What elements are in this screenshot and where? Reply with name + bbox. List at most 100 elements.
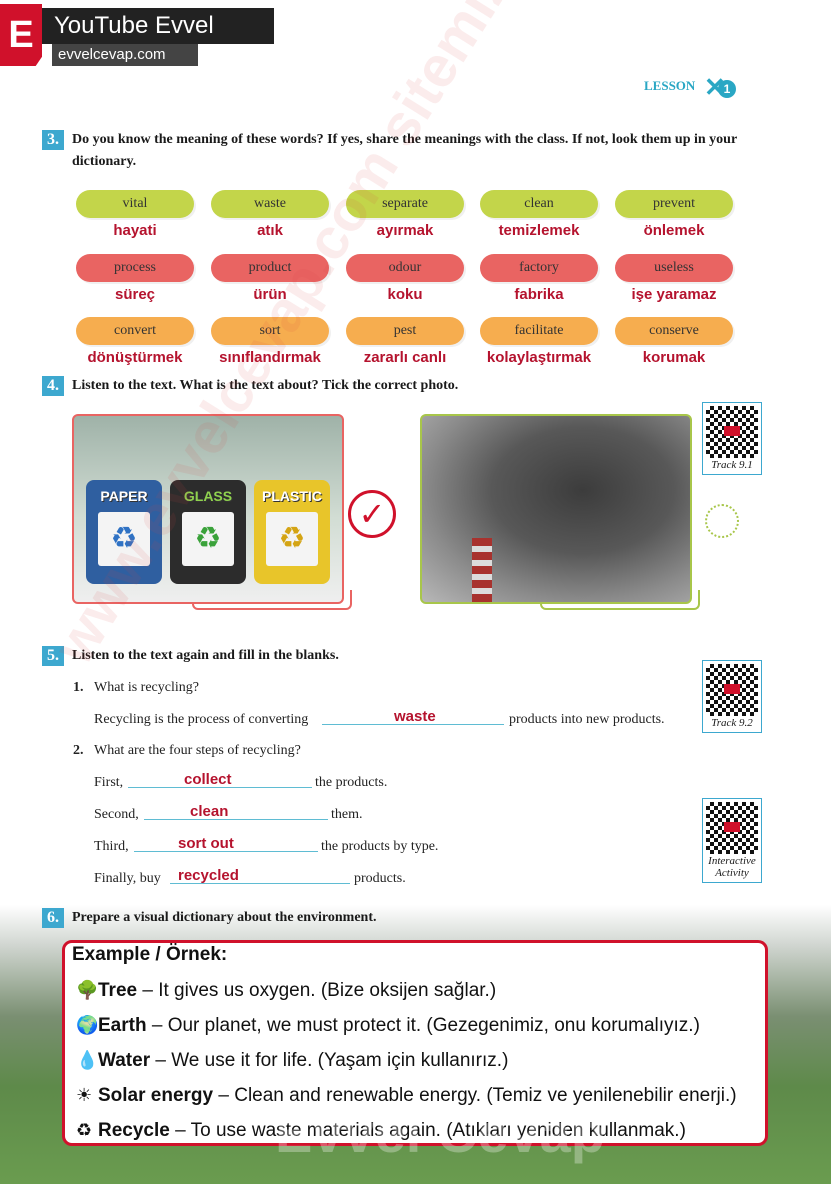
q3-number: 3. bbox=[42, 130, 64, 150]
word-pill-conserve: conserve bbox=[615, 317, 733, 345]
word-pill-pest: pest bbox=[346, 317, 464, 345]
q4-text: Listen to the text. What is the text abo… bbox=[72, 378, 459, 393]
step-4-answer: recycled bbox=[178, 867, 239, 884]
recycle-icon: ♻ bbox=[266, 512, 318, 566]
qr-code-icon bbox=[706, 664, 758, 716]
q5-text: Listen to the text again and fill in the… bbox=[72, 648, 339, 663]
word-pill-factory: factory bbox=[480, 254, 598, 282]
example-term: Recycle bbox=[98, 1120, 170, 1141]
step-3-answer: sort out bbox=[178, 835, 234, 852]
q5-item1-after: products into new products. bbox=[509, 712, 665, 727]
translation-product: ürün bbox=[253, 286, 287, 303]
translation-factory: fabrika bbox=[514, 286, 564, 303]
example-item: 🌳Tree – It gives us oxygen. (Bize oksije… bbox=[76, 980, 496, 1002]
step-2-before: Second, bbox=[94, 807, 139, 822]
translation-clean: temizlemek bbox=[498, 222, 580, 239]
translation-useless: işe yaramaz bbox=[631, 286, 717, 303]
step-1-before: First, bbox=[94, 775, 124, 790]
example-title: Example / Örnek: bbox=[72, 944, 228, 965]
step-3-after: the products by type. bbox=[321, 839, 439, 854]
interactive-activity-label: Interactive Activity bbox=[708, 855, 756, 879]
example-item: 💧Water – We use it for life. (Yaşam için… bbox=[76, 1050, 508, 1072]
qr-code-icon bbox=[706, 802, 758, 854]
q5-item1-question: What is recycling? bbox=[94, 680, 199, 695]
q4-number: 4. bbox=[42, 376, 64, 396]
word-pill-separate: separate bbox=[346, 190, 464, 218]
word-pill-vital: vital bbox=[76, 190, 194, 218]
example-item: ♻Recycle – To use waste materials again.… bbox=[76, 1120, 686, 1142]
q6-text: Prepare a visual dictionary about the en… bbox=[72, 910, 377, 925]
example-description: – We use it for life. (Yaşam için kullan… bbox=[150, 1050, 509, 1071]
q6-number: 6. bbox=[42, 908, 64, 928]
word-pill-sort: sort bbox=[211, 317, 329, 345]
q5-item2-number: 2. bbox=[73, 743, 84, 758]
example-term: Solar energy bbox=[98, 1085, 214, 1106]
plastic-bin-label: PLASTIC bbox=[262, 488, 322, 504]
step-3-blank[interactable] bbox=[134, 833, 318, 852]
q5-item1-before: Recycling is the process of converting bbox=[94, 712, 309, 727]
lesson-label: LESSON bbox=[644, 78, 696, 93]
translation-sort: sınıflandırmak bbox=[219, 349, 321, 366]
step-4-blank[interactable] bbox=[170, 865, 350, 884]
translation-process: süreç bbox=[114, 286, 156, 303]
earth-icon: 🌍 bbox=[76, 1015, 99, 1036]
track-9-1-qr[interactable]: Track 9.1 bbox=[702, 402, 762, 475]
glass-bin-label: GLASS bbox=[183, 488, 233, 504]
word-pill-waste: waste bbox=[211, 190, 329, 218]
brand-title: YouTube Evvel Cevap bbox=[42, 8, 274, 75]
word-pill-process: process bbox=[76, 254, 194, 282]
example-item: ☀Solar energy – Clean and renewable ener… bbox=[76, 1085, 737, 1107]
translation-pest: zararlı canlı bbox=[363, 349, 447, 366]
track-9-2-qr[interactable]: Track 9.2 bbox=[702, 660, 762, 733]
interactive-activity-qr[interactable]: Interactive Activity bbox=[702, 798, 762, 883]
glass-bin: GLASS ♻ bbox=[170, 480, 246, 584]
example-description: – Our planet, we must protect it. (Gezeg… bbox=[146, 1015, 700, 1036]
qr-code-icon bbox=[706, 406, 758, 458]
example-description: – Clean and renewable energy. (Temiz ve … bbox=[213, 1085, 737, 1106]
example-description: – To use waste materials again. (Atıklar… bbox=[169, 1120, 686, 1141]
word-pill-product: product bbox=[211, 254, 329, 282]
paper-bin: PAPER ♻ bbox=[86, 480, 162, 584]
word-pill-odour: odour bbox=[346, 254, 464, 282]
paper-bin-label: PAPER bbox=[100, 488, 148, 504]
sun-icon: ☀ bbox=[76, 1085, 93, 1106]
translation-separate: ayırmak bbox=[376, 222, 434, 239]
step-2-after: them. bbox=[331, 807, 363, 822]
brand-url: evvelcevap.com bbox=[52, 44, 198, 66]
example-description: – It gives us oxygen. (Bize oksijen sağl… bbox=[137, 980, 497, 1001]
track-9-2-label: Track 9.2 bbox=[711, 717, 753, 729]
step-2-blank[interactable] bbox=[144, 801, 328, 820]
translation-waste: atık bbox=[257, 222, 283, 239]
recycling-bins-photo[interactable]: PAPER ♻ GLASS ♻ PLASTIC ♻ bbox=[72, 414, 344, 604]
word-pill-clean: clean bbox=[480, 190, 598, 218]
factory-smoke-photo[interactable] bbox=[420, 414, 692, 604]
footer-watermark: Evvel Cevap bbox=[275, 1101, 605, 1164]
recycle-icon: ♻ bbox=[76, 1120, 93, 1141]
example-term: Tree bbox=[98, 980, 138, 1001]
lesson-number: 1 bbox=[718, 80, 736, 98]
translation-facilitate: kolaylaştırmak bbox=[486, 349, 592, 366]
brand-logo: E bbox=[0, 4, 42, 66]
word-pill-prevent: prevent bbox=[615, 190, 733, 218]
q5-item1-number: 1. bbox=[73, 680, 84, 695]
plastic-bin: PLASTIC ♻ bbox=[254, 480, 330, 584]
track-9-1-label: Track 9.1 bbox=[711, 459, 753, 471]
recycle-icon: ♻ bbox=[98, 512, 150, 566]
translation-conserve: korumak bbox=[642, 349, 706, 366]
water-drop-icon: 💧 bbox=[76, 1050, 99, 1071]
step-4-before: Finally, buy bbox=[94, 871, 161, 886]
step-1-after: the products. bbox=[315, 775, 388, 790]
word-pill-useless: useless bbox=[615, 254, 733, 282]
word-pill-convert: convert bbox=[76, 317, 194, 345]
dotted-circle bbox=[705, 504, 739, 538]
example-item: 🌍Earth – Our planet, we must protect it.… bbox=[76, 1015, 700, 1037]
step-1-blank[interactable] bbox=[128, 769, 312, 788]
q5-item2-question: What are the four steps of recycling? bbox=[94, 743, 301, 758]
tree-icon: 🌳 bbox=[76, 980, 99, 1001]
q5-number: 5. bbox=[42, 646, 64, 666]
translation-prevent: önlemek bbox=[643, 222, 705, 239]
q5-item1-blank[interactable] bbox=[322, 706, 504, 725]
step-2-answer: clean bbox=[190, 803, 229, 820]
q3-text: Do you know the meaning of these words? … bbox=[72, 132, 737, 169]
word-pill-facilitate: facilitate bbox=[480, 317, 598, 345]
